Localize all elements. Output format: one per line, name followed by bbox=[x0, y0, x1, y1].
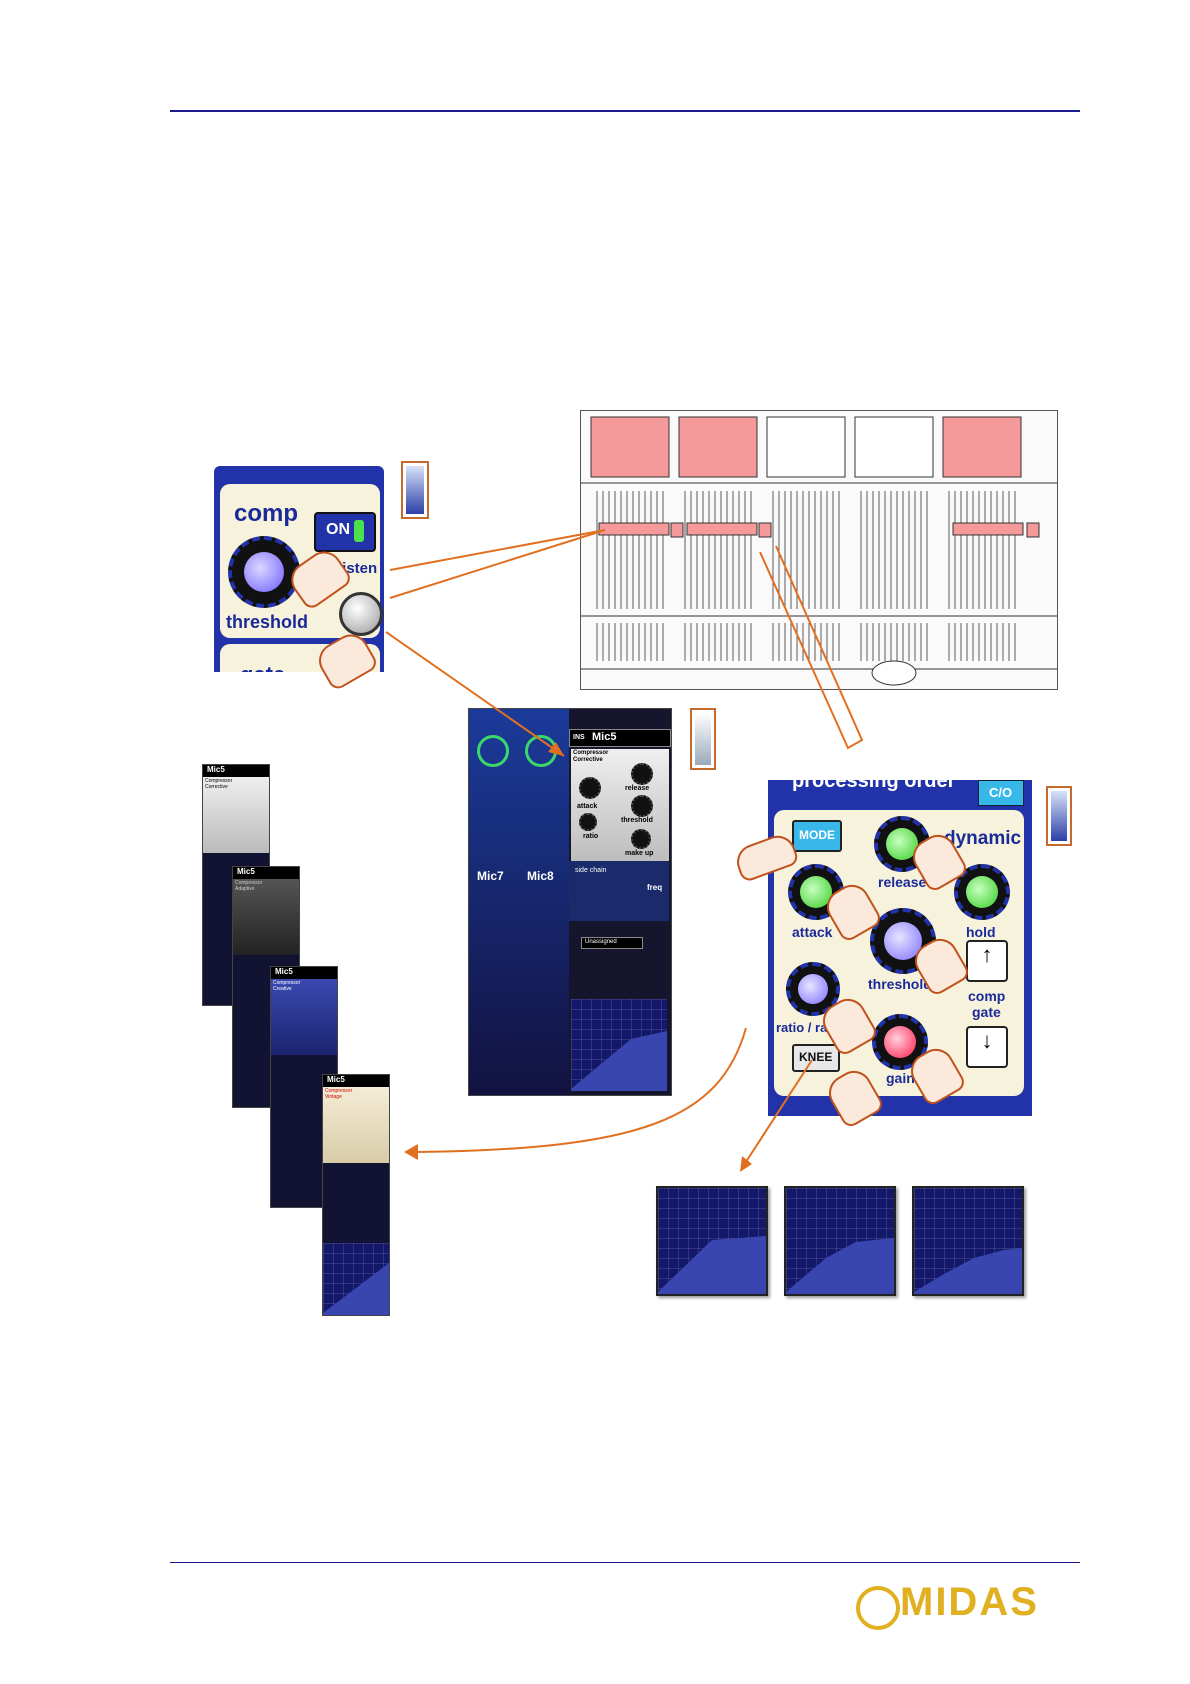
mode-button[interactable]: MODE bbox=[792, 820, 842, 852]
mini-screen-title: Mic5 bbox=[237, 867, 255, 876]
attack-knob[interactable] bbox=[579, 777, 601, 799]
threshold-label-screen: threshold bbox=[621, 817, 653, 824]
comp-label-panel: comp bbox=[968, 988, 1006, 1004]
hold-label: hold bbox=[966, 924, 996, 940]
side-chain-label: side chain bbox=[575, 867, 607, 874]
comp-up-button[interactable]: ↑ bbox=[966, 940, 1008, 982]
gain-label: gain bbox=[886, 1070, 915, 1086]
mini-screen-corrective: Mic5 Compressor Corrective bbox=[202, 764, 270, 1006]
comp-on-button[interactable]: ON bbox=[314, 512, 376, 552]
footer-rule bbox=[170, 1562, 1080, 1563]
mini-screen-title: Mic5 bbox=[207, 765, 225, 774]
knee-graph-soft bbox=[912, 1186, 1024, 1296]
mini-screen-sub2: Creative bbox=[273, 986, 292, 992]
main-screen: Mic7 Mic8 INS Mic5 Compressor Corrective… bbox=[468, 708, 672, 1096]
threshold-knob-screen[interactable] bbox=[631, 795, 653, 817]
midas-logo: MIDAS bbox=[900, 1580, 1039, 1624]
knee-graph-hard bbox=[656, 1186, 768, 1296]
mode-label: MODE bbox=[799, 828, 835, 842]
side-chain-area: side chain freq bbox=[569, 861, 669, 921]
comp-down-button[interactable]: ↓ bbox=[966, 1026, 1008, 1068]
on-label: ON bbox=[326, 521, 350, 538]
arrow-up-icon: ↑ bbox=[981, 942, 993, 967]
header-rule bbox=[170, 110, 1080, 112]
makeup-label: make up bbox=[625, 850, 654, 857]
ins-label: INS bbox=[573, 734, 585, 741]
gate-label: gate bbox=[240, 662, 285, 672]
meter-ring-icon bbox=[477, 735, 509, 767]
mini-graph bbox=[323, 1243, 389, 1315]
compressor-graph bbox=[571, 999, 667, 1091]
makeup-knob[interactable] bbox=[631, 829, 651, 849]
channel-name: Mic5 bbox=[592, 731, 617, 743]
comp-type-line2: Corrective bbox=[573, 757, 603, 763]
processing-header-label: processing order bbox=[792, 780, 956, 792]
freq-label: freq bbox=[647, 883, 663, 892]
mini-screen-sub2: Corrective bbox=[205, 784, 228, 790]
arrow-down-icon: ↓ bbox=[981, 1028, 993, 1053]
mini-screen-title: Mic5 bbox=[327, 1075, 345, 1084]
mini-screen-vintage: Mic5 Compressor Vintage bbox=[322, 1074, 390, 1316]
comp-panel-thumbnail bbox=[401, 461, 429, 519]
dynamic-label: dynamic bbox=[944, 828, 1022, 849]
threshold-label-panel: threshold bbox=[868, 976, 932, 992]
comp-type-line1: Compressor bbox=[573, 750, 609, 756]
attack-label-panel: attack bbox=[792, 924, 833, 940]
knee-button[interactable]: KNEE bbox=[792, 1044, 840, 1072]
compressor-panel: Compressor Corrective release attack thr… bbox=[571, 749, 669, 861]
processing-thumbnail bbox=[1046, 786, 1072, 846]
mini-screen-sub1: Compressor bbox=[205, 778, 233, 784]
release-knob[interactable] bbox=[631, 763, 653, 785]
unassigned-box[interactable]: Unassigned bbox=[581, 937, 643, 949]
knee-label: KNEE bbox=[799, 1050, 833, 1064]
mic8-label: Mic8 bbox=[527, 869, 554, 883]
ratio-knob[interactable] bbox=[579, 813, 597, 831]
ratio-label: ratio bbox=[583, 833, 599, 840]
on-led bbox=[354, 520, 364, 542]
gate-label-panel: gate bbox=[972, 1004, 1001, 1020]
threshold-knob-panel[interactable] bbox=[870, 908, 936, 974]
threshold-label: threshold bbox=[226, 612, 309, 632]
co-button[interactable]: C/O bbox=[978, 780, 1024, 806]
listen-button[interactable] bbox=[339, 592, 383, 636]
mini-screen-title: Mic5 bbox=[275, 967, 293, 976]
mini-screen-sub2: Vintage bbox=[325, 1094, 342, 1100]
mini-screen-sub2: Adaptive bbox=[235, 886, 255, 892]
co-label: C/O bbox=[989, 785, 1013, 800]
channel-title-bar: INS Mic5 bbox=[569, 729, 671, 747]
mic7-label: Mic7 bbox=[477, 869, 504, 883]
screen-thumbnail bbox=[690, 708, 716, 770]
knee-graph-medium bbox=[784, 1186, 896, 1296]
mini-screen-sub1: Compressor bbox=[273, 980, 301, 986]
midas-logo-icon bbox=[856, 1586, 900, 1630]
unassigned-label: Unassigned bbox=[585, 939, 617, 945]
gain-knob[interactable] bbox=[872, 1014, 928, 1070]
mini-screen-sub1: Compressor bbox=[235, 880, 263, 886]
strip-area bbox=[469, 709, 569, 1095]
mini-screen-sub1: Compressor bbox=[325, 1088, 353, 1094]
release-label-panel: release bbox=[878, 874, 927, 890]
comp-label: comp bbox=[234, 500, 299, 527]
attack-label: attack bbox=[577, 803, 598, 810]
release-label: release bbox=[625, 785, 650, 792]
